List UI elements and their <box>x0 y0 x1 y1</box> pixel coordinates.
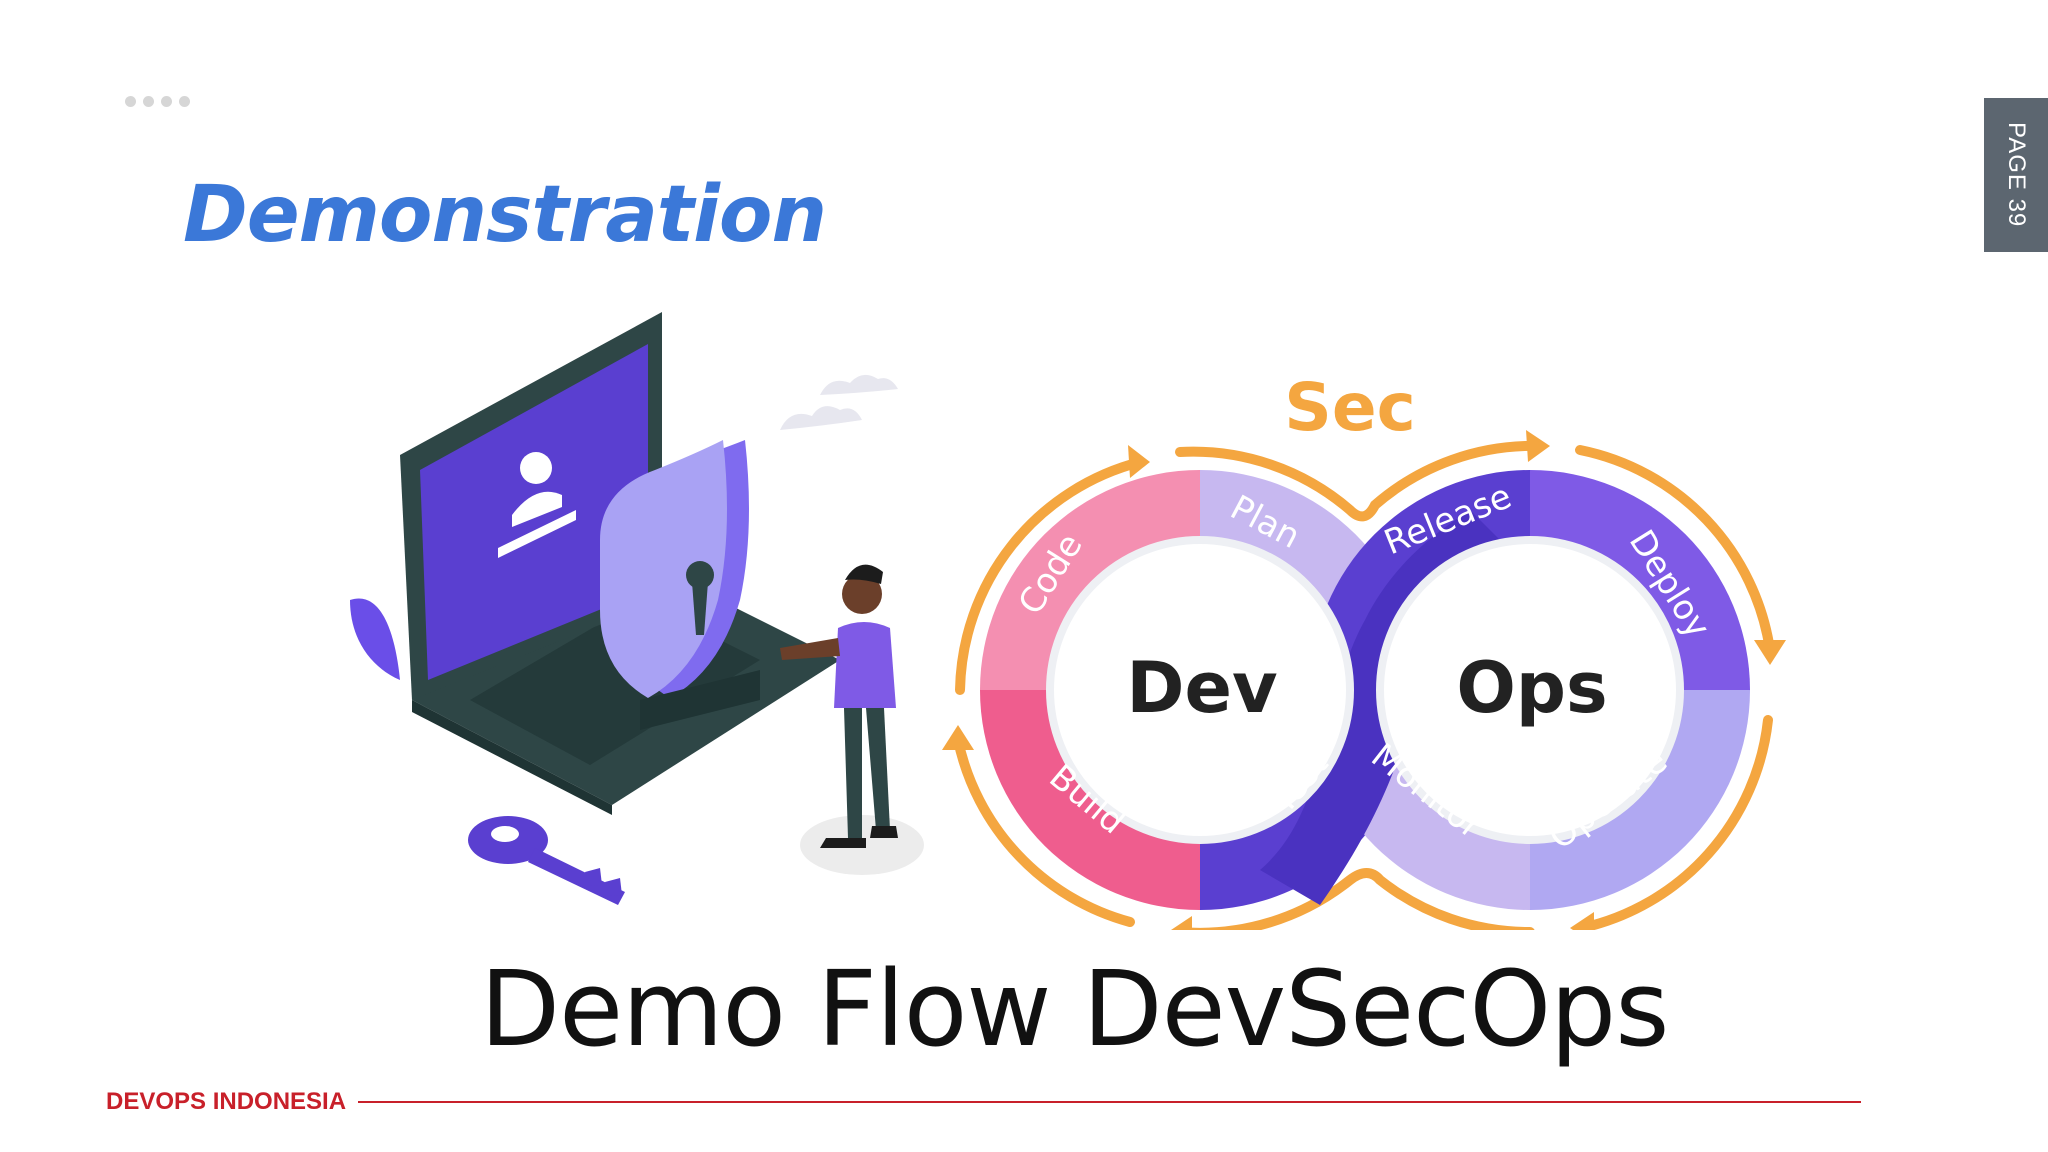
sec-label: Sec <box>1284 369 1415 446</box>
security-scene <box>350 312 924 905</box>
footer-divider <box>358 1101 1861 1103</box>
password-field-icon <box>498 510 576 558</box>
dot <box>143 96 154 107</box>
ops-center <box>1376 536 1684 844</box>
user-icon <box>520 452 552 484</box>
arrowhead <box>942 725 974 750</box>
shield-icon <box>600 440 727 698</box>
ops-label: Ops <box>1456 647 1607 729</box>
cloud-icon <box>780 406 862 430</box>
devsecops-infinity: Sec Dev Ops Plan Code Build Test Release… <box>942 369 1786 930</box>
dev-center <box>1046 536 1354 844</box>
footer-brand: DEVOPS INDONESIA <box>106 1088 347 1115</box>
devsecops-illustration: Sec Dev Ops Plan Code Build Test Release… <box>350 312 1786 930</box>
arrow-bottom-middle <box>1175 868 1535 930</box>
dot <box>179 96 190 107</box>
dev-label: Dev <box>1126 647 1277 729</box>
arrow-bottom-right <box>1577 715 1773 930</box>
slide-dots-decoration <box>125 96 190 107</box>
dot <box>125 96 136 107</box>
arrow-top-left <box>955 457 1145 695</box>
arrowhead <box>1754 640 1786 665</box>
arrowhead <box>1570 912 1594 930</box>
page-number-tab: PAGE 39 <box>1984 98 2048 252</box>
slide-subtitle: Demo Flow DevSecOps <box>480 948 1669 1070</box>
person-figure <box>780 564 898 848</box>
arrow-bottom-left <box>953 735 1135 927</box>
arrow-top-middle <box>1175 440 1545 522</box>
arrow-top-right <box>1575 445 1775 655</box>
key-icon <box>468 816 625 905</box>
page-number-label: PAGE 39 <box>2003 122 2030 228</box>
dot <box>161 96 172 107</box>
arrowhead <box>1526 430 1550 462</box>
leaf-decoration <box>350 598 400 680</box>
arrowhead <box>1128 445 1150 478</box>
cloud-icon <box>820 374 898 395</box>
slide-title: Demonstration <box>183 170 827 260</box>
arrowhead <box>1171 916 1192 930</box>
